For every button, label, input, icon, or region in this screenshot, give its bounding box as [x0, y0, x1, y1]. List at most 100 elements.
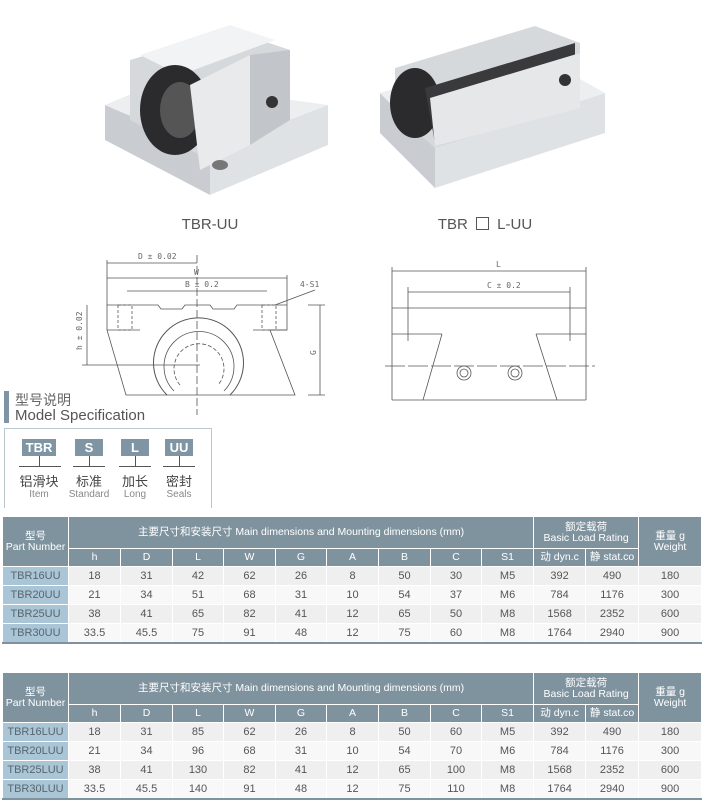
table-cell: 12 — [326, 760, 379, 780]
table-cell: 33.5 — [68, 623, 121, 644]
table-cell: 38 — [68, 604, 121, 624]
table-cell: 62 — [223, 722, 276, 742]
table-cell: 21 — [68, 741, 121, 761]
table-cell: 54 — [378, 585, 431, 605]
table-cell: 91 — [223, 623, 276, 644]
header-col: W — [223, 704, 276, 723]
caption-prefix: TBR — [437, 216, 468, 233]
code-uu-en: Seals — [166, 489, 192, 500]
table-cell: 48 — [275, 779, 327, 800]
code-uu: UU — [165, 439, 193, 456]
code-l-cn: 加长 — [121, 474, 148, 489]
header-col: C — [430, 548, 482, 567]
table-cell: 490 — [585, 566, 640, 586]
model-code-legend: TBR S L UU 铝滑块 标准 加长 密封 Item Standard Lo… — [4, 428, 212, 508]
table-cell: 42 — [172, 566, 224, 586]
header-col: G — [275, 704, 327, 723]
header-col: D — [120, 548, 173, 567]
code-tbr-en: Item — [29, 489, 49, 500]
header-col: 动 dyn.c — [533, 704, 587, 723]
side-view-drawing: L C ± 0.2 — [385, 260, 595, 401]
table-cell: 110 — [430, 779, 482, 800]
table-cell: M6 — [480, 741, 535, 761]
table-cell: 180 — [638, 566, 703, 586]
table-cell: 31 — [275, 585, 327, 605]
table-cell: 54 — [378, 741, 431, 761]
header-col: B — [378, 704, 431, 723]
table-cell: 34 — [120, 585, 173, 605]
table-cell: 10 — [326, 585, 379, 605]
product-caption-tbr-luu: TBR L-UU — [430, 216, 540, 233]
table-cell: 392 — [533, 566, 587, 586]
table-cell: 51 — [172, 585, 224, 605]
table-cell: 2940 — [585, 623, 640, 644]
table-cell: 68 — [223, 741, 276, 761]
table-cell: 900 — [638, 779, 703, 800]
table-cell: 41 — [120, 604, 173, 624]
table-cell: 82 — [223, 604, 276, 624]
table-cell: 300 — [638, 741, 703, 761]
table-cell: 600 — [638, 760, 703, 780]
product-photo-tbr-uu — [105, 25, 328, 195]
table-cell: 50 — [378, 566, 431, 586]
table-cell: 784 — [533, 741, 587, 761]
dim-d: D ± 0.02 — [138, 252, 177, 261]
table-cell: 41 — [120, 760, 173, 780]
table-cell: 31 — [120, 566, 173, 586]
table-cell: 8 — [326, 566, 379, 586]
code-uu-cn: 密封 — [165, 474, 192, 489]
code-tbr: TBR — [22, 439, 56, 456]
dim-s1: 4-S1 — [300, 280, 319, 289]
header-col: B — [378, 548, 431, 567]
table-cell: M8 — [480, 623, 535, 644]
part-number-cell: TBR16UU — [2, 566, 69, 586]
part-number-cell: TBR16LUU — [2, 722, 69, 742]
table-cell: 130 — [172, 760, 224, 780]
table-cell: M8 — [480, 779, 535, 800]
table-cell: 12 — [326, 623, 379, 644]
table-cell: 31 — [120, 722, 173, 742]
table-cell: M5 — [480, 566, 535, 586]
table-cell: M8 — [480, 604, 535, 624]
table-cell: 2352 — [585, 604, 640, 624]
header-col: h — [68, 704, 121, 723]
header-col: G — [275, 548, 327, 567]
dim-h: h ± 0.02 — [75, 311, 84, 350]
section-accent-bar — [4, 391, 9, 423]
header-col: S1 — [480, 704, 535, 723]
table-cell: 45.5 — [120, 623, 173, 644]
part-number-cell: TBR25LUU — [2, 760, 69, 780]
part-number-cell: TBR30UU — [2, 623, 69, 644]
part-number-cell: TBR30LUU — [2, 779, 69, 800]
dim-l: L — [496, 260, 501, 269]
table-cell: 45.5 — [120, 779, 173, 800]
code-l: L — [121, 439, 149, 456]
table-cell: 18 — [68, 566, 121, 586]
table-cell: 21 — [68, 585, 121, 605]
table-cell: 26 — [275, 722, 327, 742]
table-cell: 70 — [430, 741, 482, 761]
header-col: C — [430, 704, 482, 723]
table-cell: 1568 — [533, 760, 587, 780]
spec-title-en: Model Specification — [15, 407, 146, 424]
table-cell: 68 — [223, 585, 276, 605]
table-cell: 65 — [378, 760, 431, 780]
table-cell: 38 — [68, 760, 121, 780]
header-col: L — [172, 548, 224, 567]
dim-c: C ± 0.2 — [487, 281, 521, 290]
table-cell: M8 — [480, 760, 535, 780]
table-cell: 784 — [533, 585, 587, 605]
table-cell: 180 — [638, 722, 703, 742]
code-s: S — [75, 439, 103, 456]
table-cell: 82 — [223, 760, 276, 780]
